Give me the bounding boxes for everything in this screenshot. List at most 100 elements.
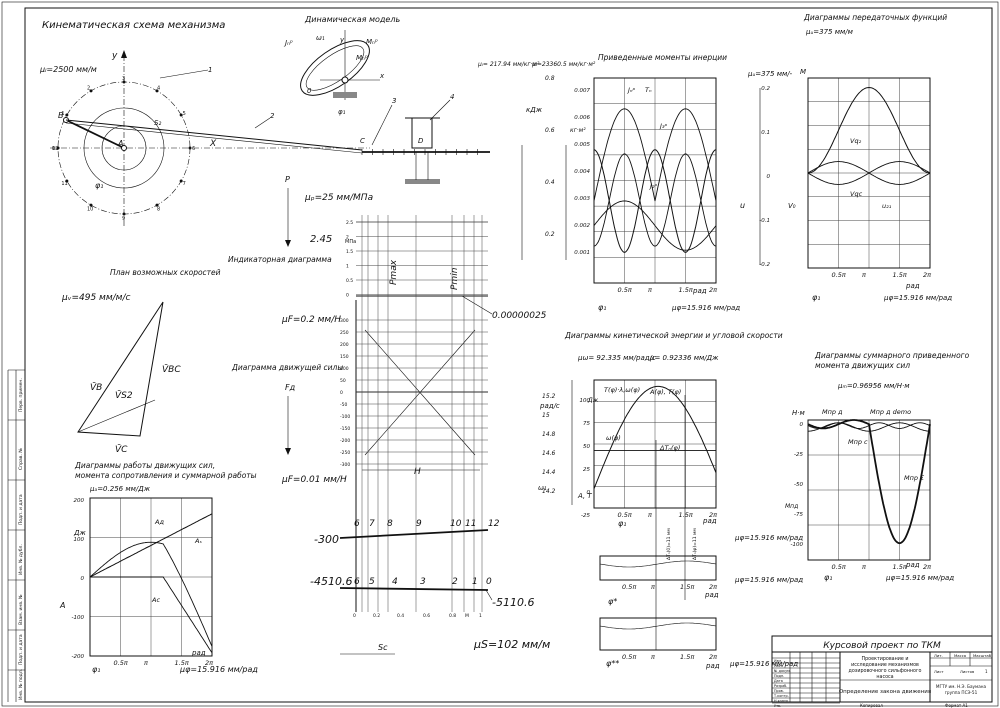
y-tick-label: 0.001 <box>574 250 590 256</box>
force-tick: 150 <box>340 354 349 360</box>
velocity-title: План возможных скоростей <box>110 268 221 277</box>
kinematic-label: C <box>360 137 365 145</box>
force-position-top: 11 <box>465 519 476 529</box>
transfer-scale-left: μᵤ=375 мм/- <box>747 70 793 78</box>
curve-label: u₂₁ <box>882 202 892 210</box>
plot-frame <box>593 379 717 509</box>
velocity-triangle <box>77 301 164 437</box>
energy-x-unit-3: рад <box>705 662 720 670</box>
work-curve-as <box>89 541 213 647</box>
y-tick-label: 75 <box>583 421 590 427</box>
moment-curve-sum <box>807 419 931 545</box>
dynamic-label: ω₁ <box>316 34 325 42</box>
inertia-left-tick: 0.2 <box>545 231 555 238</box>
title-block-sheets-label: Листов <box>960 669 975 674</box>
inertia-left-tick: 0.6 <box>545 127 555 134</box>
indicator-pmin: Pmin <box>450 267 460 290</box>
curve-label: Mпр c <box>848 438 868 446</box>
dynamic-label: 0 <box>307 87 312 95</box>
x-tick-label: π <box>862 271 866 279</box>
sheet-inner-frame <box>24 7 993 703</box>
force-tick: -250 <box>340 450 350 456</box>
force-tick: -300 <box>340 462 350 468</box>
left-strip-label: Инв. № подл. <box>18 669 24 700</box>
title-block-subject: дозировочного сильфонного <box>849 668 922 674</box>
force-h-label: H <box>414 467 421 477</box>
indicator-tick: 1 <box>346 264 349 270</box>
s-tick: 0.6 <box>423 613 430 619</box>
left-strip-label: Инв. № дубл. <box>18 544 24 575</box>
x-tick-label: 0.5π <box>832 563 846 571</box>
energy-x-axis-label-3: φ** <box>606 659 619 668</box>
inertia-curve-j3 <box>593 153 717 247</box>
transfer-diagram: Диаграммы передаточных функций μᵤ=375 мм… <box>740 13 952 302</box>
curve-label: Mпр д demo <box>870 408 911 416</box>
y-tick-label: -75 <box>794 512 803 518</box>
s-tick: 1 <box>479 613 482 619</box>
connecting-rod <box>65 119 363 151</box>
crank-position-dot <box>122 80 126 84</box>
x-tick-label: 2π <box>709 286 717 294</box>
curve-label: T(φ)·λ,ω(φ) <box>604 386 640 394</box>
energy-x-axis-label-2: φ* <box>608 597 617 606</box>
slider-hatch <box>405 180 440 184</box>
transfer-left-label: u <box>740 201 745 210</box>
force-position-top: 10 <box>450 519 462 529</box>
y-tick-label: 200 <box>74 498 85 504</box>
title-block-row-label: Т.контр. <box>773 694 789 698</box>
force-tick: 50 <box>340 378 346 384</box>
slider-position-ticks <box>361 149 478 155</box>
title-block-row-label: Разраб. <box>774 684 787 688</box>
curve-label: Vq₂ <box>850 137 862 145</box>
work-y-unit: Дж <box>73 529 86 537</box>
crank-position-dot <box>155 203 159 207</box>
dynamic-label: y <box>339 36 345 44</box>
crank-position-label: 12 <box>52 146 58 152</box>
left-strip: Перв. примен. Справ. № Подп. и дата Инв.… <box>7 369 25 702</box>
inertia-left-label: кДж <box>526 106 543 114</box>
y-tick-label: 0.006 <box>574 115 590 121</box>
moment-x-axis-label: φ₁ <box>824 573 832 582</box>
energy-left-tick: 15 <box>542 412 550 419</box>
dynamic-label: Mₙᵖ <box>356 54 368 62</box>
y-tick-label: 0.007 <box>574 88 590 94</box>
force-tick: 0 <box>340 390 343 396</box>
kinematic-label: φ₁ <box>95 181 103 190</box>
energy-diagram: Диаграммы кинетической энергии и угловой… <box>538 331 803 670</box>
crank-position-label: 5 <box>183 111 186 117</box>
crank-position-dot <box>155 89 159 93</box>
moment-y-top-label: Н·м <box>792 409 805 417</box>
curve-label: J₃ᵖ <box>658 122 668 130</box>
moment-y-axis-label: Мпд <box>785 503 798 510</box>
energy-left-tick: 14.6 <box>542 450 556 457</box>
x-tick-label: 1.5π <box>680 583 694 591</box>
force-scale-lower: μF=0.01 мм/Н <box>281 475 347 485</box>
energy-x-scale: μφ=15.916 мм/рад <box>734 534 803 542</box>
plot-frame <box>807 419 931 561</box>
force-tick: -50 <box>340 402 347 408</box>
crank-position-dot <box>89 203 93 207</box>
work-title-2: момента сопротивления и суммарной работы <box>75 471 257 480</box>
inertia-curve-j2 <box>593 200 717 251</box>
energy-strip <box>599 555 717 581</box>
force-position-top: 8 <box>387 519 393 529</box>
title-block-col: Лит. <box>934 653 943 658</box>
indicator-tick: 1.5 <box>346 249 353 255</box>
plot-frame <box>593 77 717 284</box>
kinematic-label: A <box>117 139 123 148</box>
x-tick-label: 1.5π <box>680 653 694 661</box>
title-block-sheets-value: 1 <box>985 669 988 674</box>
y-tick-label: 50 <box>583 444 590 450</box>
left-strip-label: Справ. № <box>18 448 24 470</box>
indicator-value-245: 2.45 <box>310 234 332 245</box>
inertia-title: Приведенные моменты инерции <box>598 53 727 62</box>
y-tick-label: 0.002 <box>574 223 590 229</box>
curve-label: Jₙᵖ <box>626 86 636 94</box>
y-tick-label: 0.005 <box>574 142 590 148</box>
moment-x-scale: μφ=15.916 мм/рад <box>885 574 954 582</box>
force-tick: 200 <box>340 342 349 348</box>
crank-position-label: 7 <box>183 181 186 187</box>
title-block-org: группа ПСЭ-51 <box>945 690 978 695</box>
